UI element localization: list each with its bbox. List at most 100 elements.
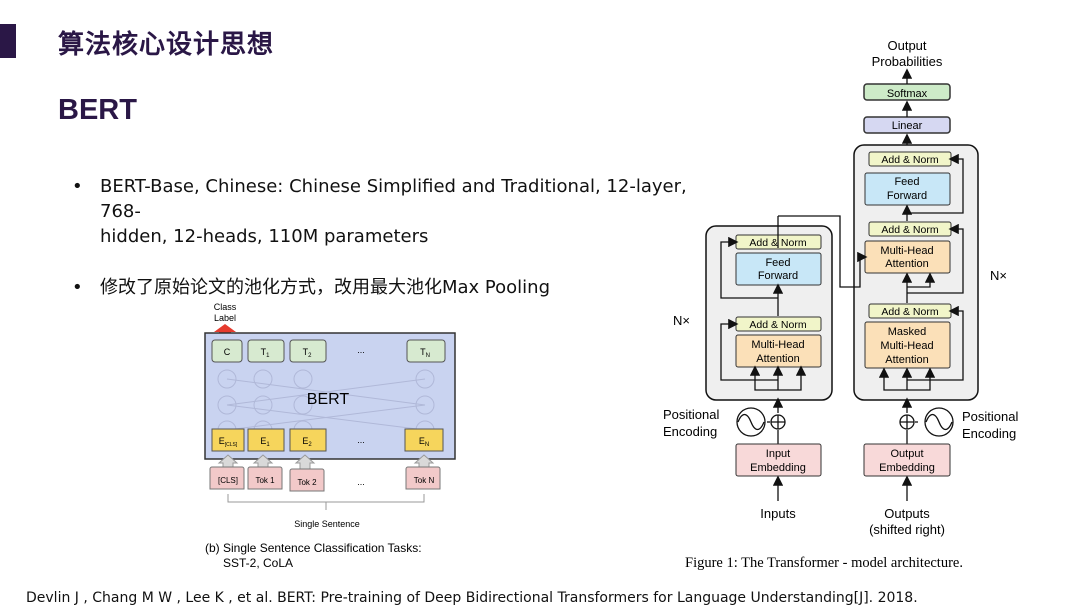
single-sentence-label: Single Sentence [294, 519, 360, 529]
encoder-positional-line2: Encoding [663, 424, 717, 439]
svg-text:Multi-Head: Multi-Head [880, 245, 933, 257]
svg-text:C: C [224, 347, 231, 357]
svg-text:Multi-Head: Multi-Head [751, 339, 804, 351]
svg-text:T1: T1 [261, 347, 271, 359]
embedding-token: E2 [289, 428, 327, 452]
output-embedding-box: Output Embedding [863, 443, 951, 477]
bullet-item: • 修改了原始论文的池化方式，改用最大池化Max Pooling [72, 275, 712, 300]
bullet-list: • BERT-Base, Chinese: Chinese Simplified… [72, 174, 712, 314]
bullet-text: 修改了原始论文的池化方式，改用最大池化Max Pooling [100, 277, 551, 298]
svg-text:Tok N: Tok N [414, 476, 435, 485]
bullet-item-continued: hidden, 12-heads, 110M parameters [72, 224, 712, 249]
svg-text:Tok 2: Tok 2 [297, 478, 317, 487]
output-prob-line2: Probabilities [872, 54, 943, 69]
decoder-feed-forward: Feed Forward [864, 172, 951, 206]
page-title: 算法核心设计思想 [58, 30, 275, 60]
decoder-masked-attention: Masked Multi-Head Attention [864, 321, 951, 369]
top-token: T2 [289, 339, 327, 363]
outputs-label-line1: Outputs [884, 506, 930, 521]
decoder-multi-head-attention: Multi-Head Attention [864, 240, 951, 274]
transformer-arrows [720, 153, 964, 501]
svg-text:Add & Norm: Add & Norm [881, 154, 938, 166]
svg-text:Add & Norm: Add & Norm [749, 319, 806, 331]
svg-text:Add & Norm: Add & Norm [881, 224, 938, 236]
svg-text:Attention: Attention [885, 258, 928, 270]
linear-box: Linear [863, 116, 951, 134]
decoder-positional-add [899, 414, 915, 430]
svg-text:[CLS]: [CLS] [218, 476, 238, 485]
svg-text:TN: TN [420, 347, 430, 359]
bullet-text: BERT-Base, Chinese: Chinese Simplified a… [100, 176, 687, 222]
class-label-line2: Label [214, 313, 236, 323]
title-accent-bar [0, 24, 16, 58]
decoder-add-norm: Add & Norm [868, 151, 952, 167]
svg-text:Output: Output [890, 448, 923, 460]
decoder-nx: N× [990, 268, 1007, 283]
bert-caption-line1: (b) Single Sentence Classification Tasks… [205, 541, 422, 555]
input-token: Tok 2 [289, 468, 325, 492]
softmax-box: Softmax [863, 83, 951, 101]
svg-text:Forward: Forward [887, 190, 927, 202]
transformer-diagram: Output Probabilities Softmax Linear Add … [663, 38, 1018, 571]
embedding-token: E1 [247, 428, 285, 452]
encoder-positional-add [770, 414, 786, 430]
input-token: [CLS] [209, 466, 245, 490]
svg-text:Input: Input [766, 448, 790, 460]
ellipsis: ... [357, 345, 365, 355]
inputs-label: Inputs [760, 506, 796, 521]
embedding-token: EN [404, 428, 444, 452]
decoder-positional-line2: Encoding [962, 426, 1016, 441]
decoder-add-norm: Add & Norm [868, 221, 952, 237]
svg-text:Masked: Masked [888, 326, 927, 338]
svg-text:Softmax: Softmax [887, 88, 928, 100]
ellipsis: ... [357, 477, 365, 487]
svg-text:Tok 1: Tok 1 [255, 476, 275, 485]
encoder-nx: N× [673, 313, 690, 328]
ellipsis: ... [357, 435, 365, 445]
input-token: Tok 1 [247, 466, 283, 490]
svg-text:EN: EN [419, 436, 429, 448]
svg-text:Feed: Feed [894, 176, 919, 188]
section-title: BERT [58, 94, 137, 126]
transformer-caption: Figure 1: The Transformer - model archit… [685, 555, 963, 571]
bert-diagram: Class Label C T1 T2 ... TN BERT E[CLS] E… [204, 302, 456, 570]
embedding-token: E[CLS] [211, 428, 245, 452]
input-embedding-box: Input Embedding [735, 443, 822, 477]
class-label-line1: Class [214, 302, 237, 312]
bullet-text: hidden, 12-heads, 110M parameters [100, 226, 429, 247]
encoder-positional-line1: Positional [663, 407, 719, 422]
svg-text:Linear: Linear [892, 120, 923, 132]
encoder-block [705, 225, 833, 401]
svg-text:E2: E2 [302, 436, 312, 448]
svg-text:E1: E1 [260, 436, 270, 448]
encoder-sine-icon [736, 407, 766, 437]
decoder-positional-line1: Positional [962, 409, 1018, 424]
svg-text:Forward: Forward [758, 270, 798, 282]
decoder-add-norm: Add & Norm [868, 303, 952, 319]
citation-footer: Devlin J , Chang M W , Lee K , et al. BE… [26, 590, 918, 606]
svg-text:Embedding: Embedding [879, 462, 935, 474]
sentence-bracket [227, 494, 425, 510]
svg-text:Multi-Head: Multi-Head [880, 340, 933, 352]
output-prob-line1: Output [887, 38, 926, 53]
top-token: C [211, 339, 243, 363]
top-token: T1 [247, 339, 285, 363]
svg-text:E[CLS]: E[CLS] [219, 436, 238, 448]
bert-center-label: BERT [307, 391, 350, 408]
svg-text:T2: T2 [303, 347, 313, 359]
encoder-multi-head-attention: Multi-Head Attention [735, 334, 822, 368]
bullet-dot: • [72, 176, 83, 197]
svg-text:Feed: Feed [765, 257, 790, 269]
svg-text:Attention: Attention [885, 354, 928, 366]
bert-caption-line2: SST-2, CoLA [223, 556, 293, 570]
svg-text:Add & Norm: Add & Norm [881, 306, 938, 318]
encoder-feed-forward: Feed Forward [735, 252, 822, 286]
input-arrows [217, 454, 435, 470]
top-token: TN [406, 339, 446, 363]
svg-text:Embedding: Embedding [750, 462, 806, 474]
bullet-item: • BERT-Base, Chinese: Chinese Simplified… [72, 174, 712, 224]
svg-text:Attention: Attention [756, 353, 799, 365]
bullet-dot: • [72, 277, 83, 298]
input-token: Tok N [405, 466, 441, 490]
outputs-label-line2: (shifted right) [869, 522, 945, 537]
